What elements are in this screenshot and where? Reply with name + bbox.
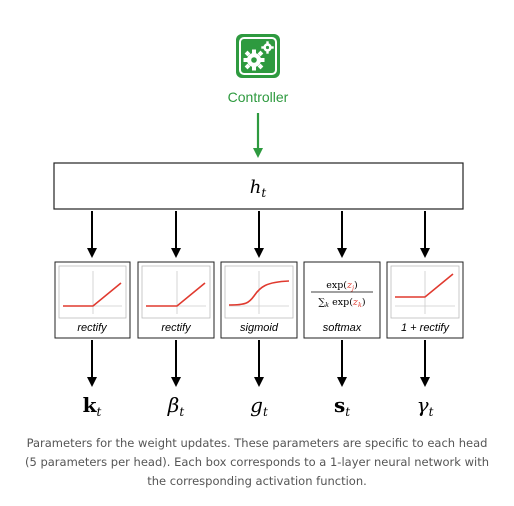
rectify-curve	[63, 282, 122, 307]
output-g: gt	[250, 393, 268, 419]
activation-box-rectify-k: rectify	[54, 261, 131, 339]
one-plus-rectify-curve	[395, 273, 454, 298]
activation-box-one-plus-rectify: 1 + rectify	[386, 261, 464, 339]
activation-label-sigmoid: sigmoid	[240, 322, 279, 334]
activation-label-rectify-2: rectify	[161, 322, 192, 334]
rectify-curve	[146, 282, 206, 307]
activation-label-softmax: softmax	[323, 322, 362, 334]
gears-icon	[243, 41, 274, 71]
output-k: kt	[83, 393, 102, 419]
activation-label-one-plus-rectify: 1 + rectify	[401, 322, 450, 334]
controller-icon	[236, 34, 280, 78]
activation-label-rectify-1: rectify	[77, 322, 108, 334]
output-s: st	[334, 393, 350, 419]
softmax-numerator: exp(zj)	[326, 280, 358, 292]
activation-to-output-arrows	[87, 340, 430, 387]
controller-label: Controller	[228, 89, 289, 105]
activation-box-rectify-beta: rectify	[137, 261, 215, 339]
output-beta: βt	[167, 393, 185, 419]
softmax-denominator: ∑k exp(zk)	[318, 297, 365, 309]
activation-box-softmax: exp(zj) ∑k exp(zk) softmax	[303, 261, 381, 339]
sigmoid-curve	[228, 280, 290, 306]
activation-box-sigmoid: sigmoid	[220, 261, 298, 339]
figure-caption: Parameters for the weight updates. These…	[24, 436, 489, 488]
state-to-activation-arrows	[87, 211, 430, 258]
output-gamma: γt	[417, 393, 434, 419]
hidden-state-box	[53, 162, 464, 210]
hidden-state-label: ht	[250, 177, 267, 200]
